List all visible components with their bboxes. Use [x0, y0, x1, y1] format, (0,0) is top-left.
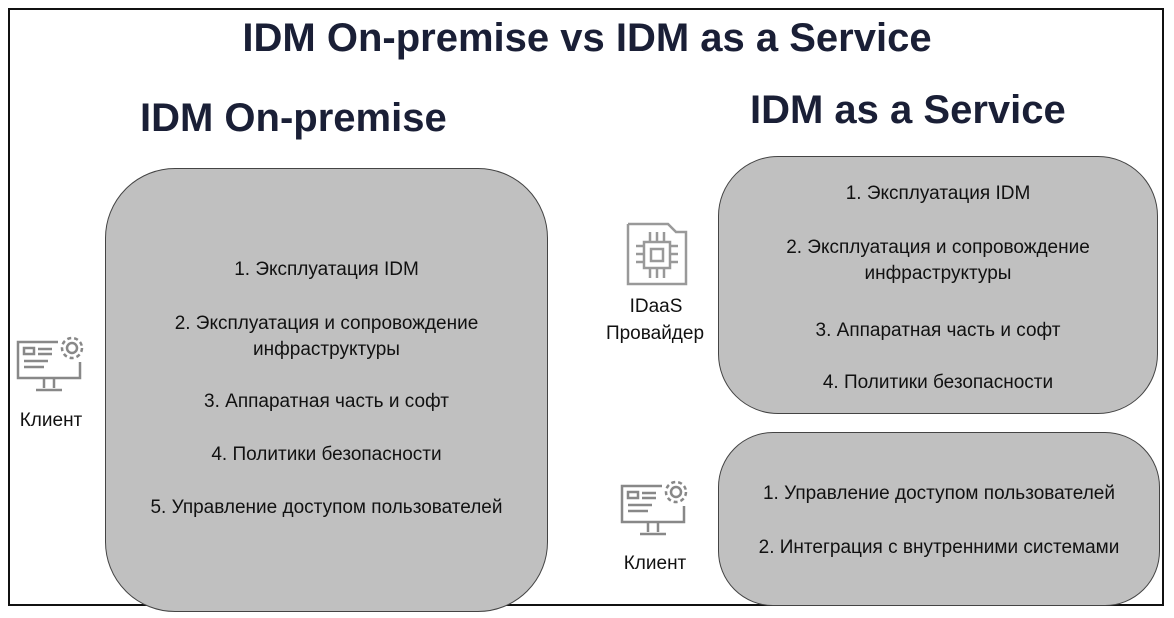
client-monitor-icon — [16, 336, 84, 392]
provider-chip-icon — [626, 222, 688, 286]
left-heading: IDM On-premise — [140, 96, 447, 140]
list-item: 1. Эксплуатация IDM — [845, 183, 1031, 204]
provider-label-2: Провайдер — [605, 323, 705, 344]
provider-box: 1. Эксплуатация IDM 2. Эксплуатация и со… — [718, 156, 1158, 414]
list-item: 2. Интеграция с внутренними системами — [758, 537, 1120, 558]
list-item: 2. Эксплуатация и сопровождение инфрастр… — [786, 237, 1090, 284]
client-monitor-icon — [620, 480, 688, 536]
list-item: 4. Политики безопасности — [211, 444, 442, 465]
list-item: 3. Аппаратная часть и софт — [815, 320, 1061, 341]
diagram-frame — [8, 8, 1164, 606]
right-heading: IDM as a Service — [750, 88, 1066, 132]
client-box: 1. Управление доступом пользователей 2. … — [718, 432, 1160, 606]
diagram-title: IDM On-premise vs IDM as a Service — [242, 16, 932, 60]
list-item: 2. Эксплуатация и сопровождение инфрастр… — [174, 313, 479, 360]
client-label: Клиент — [19, 410, 83, 431]
list-item: 4. Политики безопасности — [822, 372, 1054, 393]
list-item: 1. Управление доступом пользователей — [762, 483, 1115, 504]
provider-label-1: IDaaS — [629, 296, 683, 317]
client-label: Клиент — [623, 553, 687, 574]
list-item: 5. Управление доступом пользователей — [150, 497, 503, 518]
list-item: 1. Эксплуатация IDM — [234, 259, 419, 280]
list-item: 3. Аппаратная часть и софт — [204, 391, 449, 412]
on-premise-box: 1. Эксплуатация IDM 2. Эксплуатация и со… — [105, 168, 548, 612]
